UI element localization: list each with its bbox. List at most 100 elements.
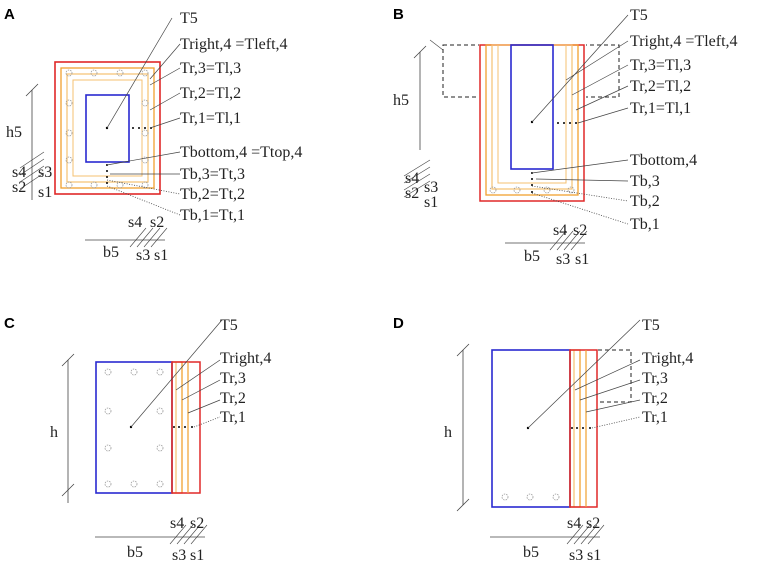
rebar <box>130 480 138 488</box>
rebar <box>567 186 575 194</box>
rebars <box>104 368 164 488</box>
label-t5: T5 <box>180 10 198 27</box>
label-s4: s4 <box>12 164 26 181</box>
layer-2-outline <box>60 67 155 189</box>
label-h5: h5 <box>6 124 22 141</box>
zone-dots <box>173 426 193 428</box>
label-s2-h: s2 <box>190 515 204 532</box>
label-s1-h: s1 <box>575 251 589 268</box>
label-s3: s3 <box>424 179 438 196</box>
label-t-bottom-4: Tbottom,4 <box>630 152 697 169</box>
panel-letter-d: D <box>393 315 404 332</box>
layer-3-outline <box>66 73 149 183</box>
label-b5: b5 <box>524 248 540 265</box>
rebar <box>156 444 164 452</box>
rebar <box>156 407 164 415</box>
label-s3-h: s3 <box>172 547 186 564</box>
rebar <box>116 69 124 77</box>
panel-b: B T5 Tright,4 =Tleft,4 <box>393 6 738 268</box>
label-t-r-3: Tr,3=Tl,3 <box>630 57 691 74</box>
label-t-r-2: Tr,2 <box>220 390 246 407</box>
label-t5: T5 <box>630 7 648 24</box>
panel-letter-a: A <box>4 6 15 23</box>
rebar <box>90 69 98 77</box>
rebar <box>156 368 164 376</box>
label-t-right-4: Tright,4 =Tleft,4 <box>180 36 288 53</box>
rebars <box>489 186 575 194</box>
rebar <box>104 444 112 452</box>
label-s2-h: s2 <box>150 214 164 231</box>
label-t-b-3: Tb,3=Tt,3 <box>180 166 245 183</box>
label-t5: T5 <box>220 317 238 334</box>
label-t-r-1: Tr,1=Tl,1 <box>180 110 241 127</box>
rebar <box>489 186 497 194</box>
label-b5: b5 <box>523 544 539 561</box>
label-t5: T5 <box>642 317 660 334</box>
rebar <box>141 69 149 77</box>
label-t-r-2: Tr,2=Tl,2 <box>630 78 691 95</box>
label-s2-h: s2 <box>573 222 587 239</box>
label-s3-h: s3 <box>556 251 570 268</box>
label-t-b-1: Tb,1 <box>630 216 660 233</box>
label-s3: s3 <box>38 164 52 181</box>
core-section <box>510 44 554 170</box>
panel-a: A <box>4 6 302 264</box>
zone-dots <box>531 122 577 193</box>
panel-c: C T5 Tright,4 Tr,3 Tr,2 <box>4 315 271 564</box>
rebar <box>141 99 149 107</box>
rebar <box>141 181 149 189</box>
label-s1-h: s1 <box>190 547 204 564</box>
label-t-b-2: Tb,2=Tt,2 <box>180 186 245 203</box>
label-s1: s1 <box>38 184 52 201</box>
rebar <box>65 181 73 189</box>
layer-4-outline <box>72 79 143 177</box>
rebar <box>90 181 98 189</box>
label-s3-h: s3 <box>569 547 583 564</box>
panel-d: D T5 Tright,4 Tr,3 Tr,2 Tr,1 h <box>393 315 693 564</box>
rebar <box>116 181 124 189</box>
label-s4: s4 <box>405 170 419 187</box>
label-t-r-2: Tr,2=Tl,2 <box>180 85 241 102</box>
rebar <box>104 407 112 415</box>
rebar <box>65 129 73 137</box>
label-t-bottom-4: Tbottom,4 =Ttop,4 <box>180 144 302 161</box>
label-s1: s1 <box>424 194 438 211</box>
label-s4-h: s4 <box>567 515 581 532</box>
rebar <box>552 493 560 501</box>
layer-1-outline <box>54 61 161 195</box>
core-section <box>95 361 173 494</box>
label-t-r-1: Tr,1 <box>642 409 668 426</box>
label-t-b-2: Tb,2 <box>630 193 660 210</box>
label-s2: s2 <box>405 185 419 202</box>
label-b5: b5 <box>103 244 119 261</box>
label-t-r-3: Tr,3 <box>642 370 668 387</box>
label-t-r-1: Tr,1 <box>220 409 246 426</box>
label-s1-h: s1 <box>154 247 168 264</box>
rebars <box>501 493 560 501</box>
label-t-b-1: Tb,1=Tt,1 <box>180 207 245 224</box>
rebar <box>65 156 73 164</box>
label-t-r-1: Tr,1=Tl,1 <box>630 100 691 117</box>
label-t-right-4: Tright,4 <box>642 350 693 367</box>
label-t-right-4: Tright,4 <box>220 350 271 367</box>
rebar <box>65 69 73 77</box>
label-t-b-3: Tb,3 <box>630 173 660 190</box>
label-s1-h: s1 <box>587 547 601 564</box>
label-t-right-4: Tright,4 =Tleft,4 <box>630 33 738 50</box>
rebar <box>526 493 534 501</box>
core-section <box>491 349 571 508</box>
label-s4-h: s4 <box>553 222 567 239</box>
zone-dots <box>571 427 591 429</box>
label-t-r-3: Tr,3 <box>220 370 246 387</box>
rebar <box>543 186 551 194</box>
label-s4-h: s4 <box>128 214 142 231</box>
panel-letter-b: B <box>393 6 404 23</box>
label-h5: h5 <box>393 92 409 109</box>
rebar <box>141 129 149 137</box>
panel-letter-c: C <box>4 315 15 332</box>
rebar <box>141 156 149 164</box>
rebar <box>501 493 509 501</box>
rebar <box>104 480 112 488</box>
rebar <box>104 368 112 376</box>
